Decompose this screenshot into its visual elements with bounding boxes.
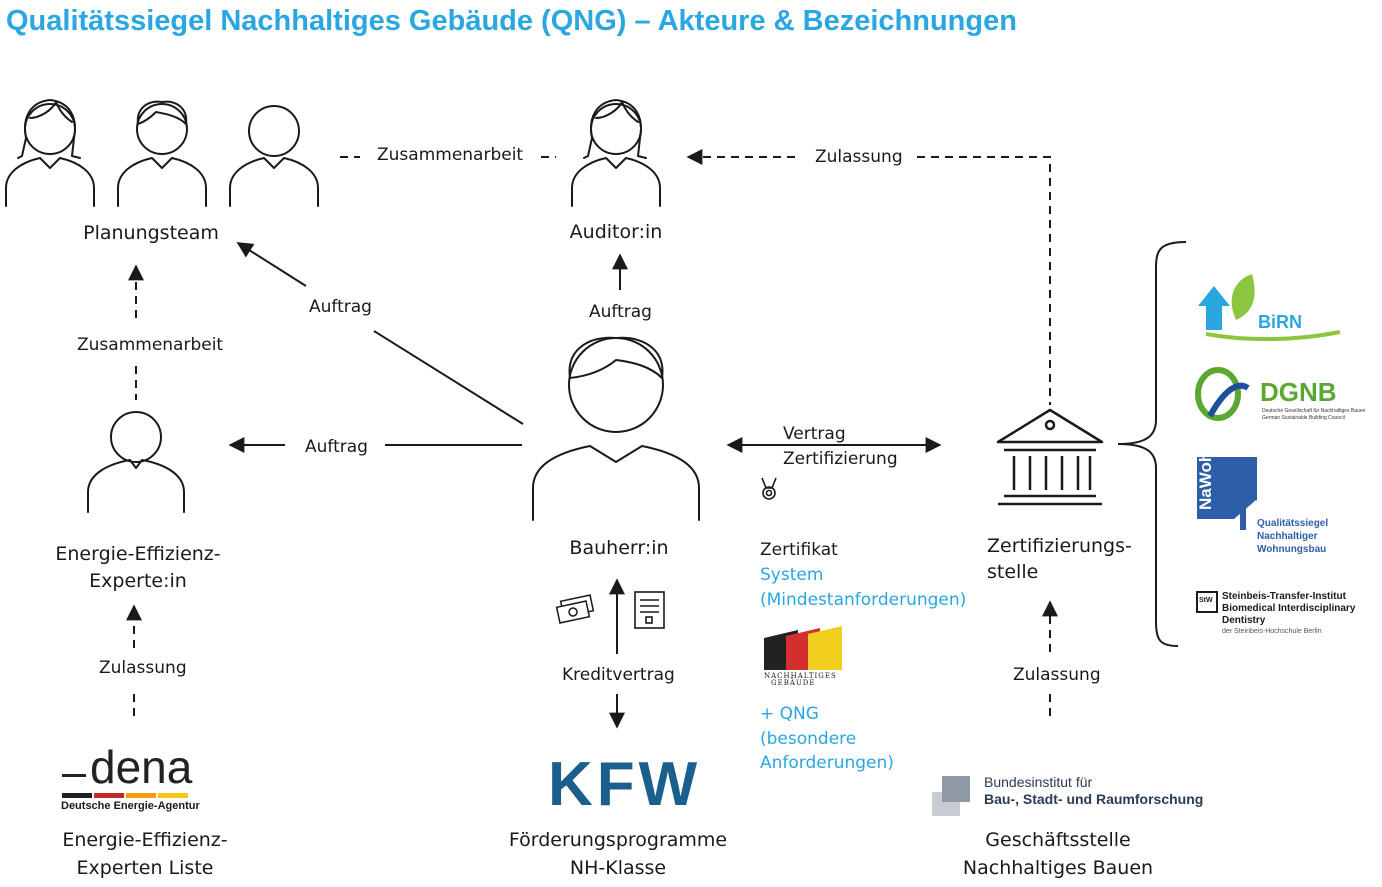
- kfw-label-line2: NH-Klasse: [569, 857, 667, 879]
- certificate-system: System: [760, 565, 824, 585]
- bbsr-label-line1: Geschäftsstelle: [985, 829, 1131, 851]
- edge-auftrag-planung-line: [373, 330, 524, 425]
- planner-person-icon: [229, 105, 319, 207]
- kfw-label-line1: Förderungsprogramme: [508, 829, 728, 851]
- dgnb-logo: [1195, 367, 1250, 421]
- bbsr-label-line2: Nachhaltiges Bauen: [962, 857, 1154, 879]
- nawoh-sub-line2: Nachhaltiger: [1257, 531, 1318, 542]
- nawoh-logo: [1197, 457, 1278, 540]
- energy-expert-icon: [87, 411, 185, 513]
- bbsr-logo-line1: Bundesinstitut für: [984, 774, 1093, 790]
- bbsr-mark-logo: [932, 776, 970, 816]
- certificate-qng: + QNG: [760, 704, 819, 724]
- dgnb-sub-line1: Deutsche Gesellschaft für Nachhaltiges B…: [1262, 408, 1366, 414]
- steinbeis-line1: Steinbeis-Transfer-Institut: [1222, 591, 1346, 602]
- label-zusammenarbeit-left: Zusammenarbeit: [77, 335, 224, 355]
- planungsteam-label: Planungsteam: [83, 222, 219, 244]
- certificate-qng-detail1: (besondere: [760, 729, 857, 749]
- money-icon: [555, 594, 595, 624]
- label-zusammenarbeit-top: Zusammenarbeit: [377, 145, 524, 165]
- certifier-brace: [1117, 241, 1187, 647]
- planner-man-icon: [117, 100, 207, 207]
- certificate-qng-detail2: Anforderungen): [760, 753, 894, 773]
- edge-auftrag-planung-arrow: [236, 242, 307, 287]
- label-auftrag-experte: Auftrag: [305, 437, 368, 457]
- certificate-heading: Zertifikat: [760, 540, 838, 560]
- label-zertifizierung: Zertifizierung: [783, 449, 898, 469]
- bauherr-label: Bauherr:in: [569, 537, 669, 559]
- certification-body-label-line2: stelle: [987, 561, 1039, 583]
- seal-text-line1: NACHHALTIGES: [764, 672, 837, 680]
- dena-logo-text: dena: [90, 741, 193, 793]
- certificate-system-detail: (Mindestanforderungen): [760, 590, 967, 610]
- label-zulassung-left: Zulassung: [99, 658, 187, 678]
- dena-subtitle: Deutsche Energie-Agentur: [61, 800, 200, 812]
- nawoh-sub-line1: Qualitätssiegel: [1257, 518, 1329, 529]
- steinbeis-line3: Dentistry: [1222, 615, 1266, 626]
- dena-label-line1: Energie-Effizienz-: [62, 829, 228, 851]
- steinbeis-logo: [1196, 591, 1218, 613]
- dena-color-bars: [62, 774, 188, 798]
- kfw-logo: KFW: [548, 750, 702, 819]
- auditor-icon: [571, 99, 661, 207]
- document-icon: [634, 591, 665, 629]
- label-zulassung-right: Zulassung: [1013, 665, 1101, 685]
- client-icon: [532, 336, 700, 521]
- dena-label-line2: Experten Liste: [76, 857, 214, 879]
- steinbeis-mark: StW: [1199, 597, 1213, 604]
- label-vertrag: Vertrag: [783, 424, 846, 444]
- nawoh-logo-text: NaWoh: [1196, 451, 1215, 510]
- birn-logo-text: BiRN: [1258, 312, 1302, 332]
- edge-zulassung-top-line: [917, 156, 1051, 405]
- bbsr-logo-line2: Bau-, Stadt- und Raumforschung: [984, 791, 1204, 807]
- certification-body-label-line1: Zertifizierungs-: [987, 535, 1132, 557]
- energy-expert-label-line2: Experte:in: [89, 570, 187, 592]
- qng-seal-logo: [764, 626, 842, 670]
- label-auftrag-planung: Auftrag: [309, 297, 372, 317]
- planner-woman-icon: [5, 99, 95, 207]
- dgnb-logo-text: DGNB: [1260, 377, 1337, 407]
- page-title: Qualitätssiegel Nachhaltiges Gebäude (QN…: [6, 5, 1017, 37]
- medal-icon: [761, 477, 777, 500]
- certification-body-icon: [996, 408, 1104, 506]
- dgnb-sub-line2: German Sustainable Building Council: [1262, 415, 1345, 421]
- label-zulassung-top: Zulassung: [815, 147, 903, 167]
- label-auftrag-auditor: Auftrag: [589, 302, 652, 322]
- label-kreditvertrag: Kreditvertrag: [562, 665, 675, 685]
- steinbeis-line4: der Steinbeis-Hochschule Berlin: [1222, 628, 1322, 635]
- steinbeis-line2: Biomedical Interdisciplinary: [1222, 603, 1356, 614]
- energy-expert-label-line1: Energie-Effizienz-: [55, 543, 221, 565]
- seal-text-line2: GEBÄUDE: [771, 679, 816, 687]
- nawoh-sub-line3: Wohnungsbau: [1257, 544, 1327, 555]
- birn-logo: [1198, 274, 1341, 342]
- auditor-label: Auditor:in: [569, 221, 663, 243]
